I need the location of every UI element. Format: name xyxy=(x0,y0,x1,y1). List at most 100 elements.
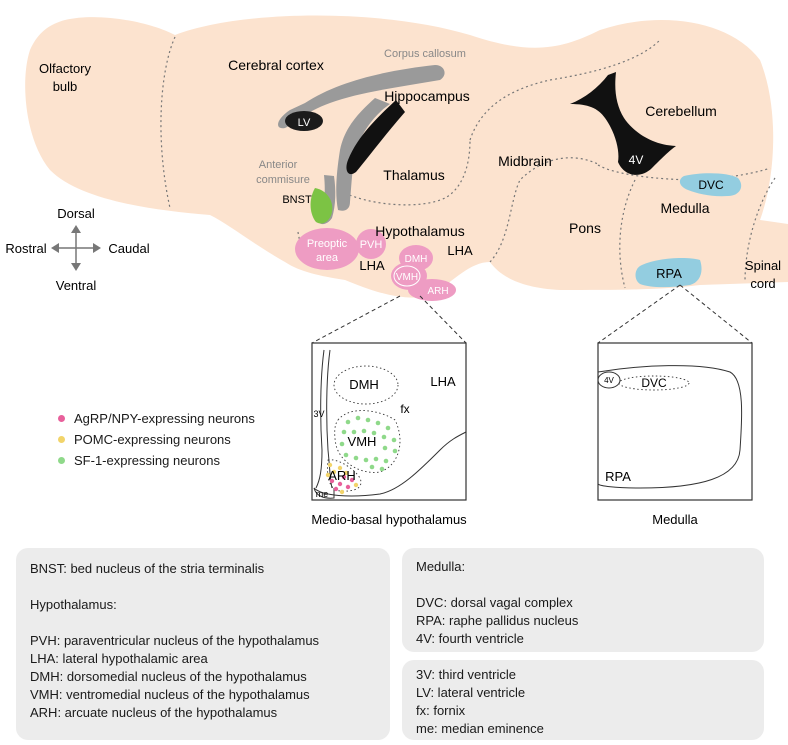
fx-definition: fx: fornix xyxy=(416,703,466,718)
abbrev-panel-left: BNST: bed nucleus of the stria terminali… xyxy=(16,548,390,740)
legend-label-agrp: AgRP/NPY-expressing neurons xyxy=(74,411,255,426)
third-ventricle-outline xyxy=(315,349,333,489)
bnst-definition: BNST: bed nucleus of the stria terminali… xyxy=(30,561,265,576)
dvc-definition: DVC: dorsal vagal complex xyxy=(416,595,573,610)
fourth-ventricle xyxy=(570,72,676,175)
medulla-label: Medulla xyxy=(660,200,709,216)
lateral-ventricle xyxy=(285,111,323,131)
pomc-dots xyxy=(325,462,359,495)
fourth-ventricle-label: 4V xyxy=(629,153,644,167)
anterior-commisure-label-1: Anterior xyxy=(259,159,298,171)
3v-definition: 3V: third ventricle xyxy=(416,667,516,682)
lha-definition: LHA: lateral hypothalamic area xyxy=(30,651,208,666)
arh-shape xyxy=(408,279,456,301)
agrp-dots xyxy=(329,474,355,492)
dvc-inset-outline xyxy=(618,375,690,391)
lha-right-label: LHA xyxy=(447,243,473,258)
anterior-commisure xyxy=(336,98,390,211)
abbrev-panel-medulla: Medulla: DVC: dorsal vagal complex RPA: … xyxy=(402,548,764,652)
cerebellum-label: Cerebellum xyxy=(645,103,717,119)
sf1-dots xyxy=(339,415,398,472)
arh-label: ARH xyxy=(427,286,448,297)
mbh-me-label: me xyxy=(316,489,329,499)
mbh-basal-contour xyxy=(313,431,467,497)
me-definition: me: median eminence xyxy=(416,721,544,736)
legend-label-sf1: SF-1-expressing neurons xyxy=(74,453,220,468)
compass-caudal-label: Caudal xyxy=(108,241,149,256)
thalamus-label: Thalamus xyxy=(383,167,444,183)
legend-item-pomc: POMC-expressing neurons xyxy=(58,429,255,450)
brain-diagram: LV 4V Olfactory bulb Cerebral cortex Cor… xyxy=(5,15,788,527)
medulla-heading: Medulla: xyxy=(416,559,466,574)
spinal-cord-label-1: Spinal xyxy=(745,258,781,273)
medulla-4v-label: 4V xyxy=(604,376,614,385)
dmh-inset-outline xyxy=(333,365,399,405)
rpa-definition: RPA: raphe pallidus nucleus xyxy=(416,613,579,628)
preoptic-area-shape xyxy=(295,228,359,270)
legend: AgRP/NPY-expressing neurons POMC-express… xyxy=(58,408,255,471)
preoptic-area-label-1: Preoptic xyxy=(307,238,348,250)
medulla-inset-frame xyxy=(597,342,753,501)
dvc-label: DVC xyxy=(698,178,724,192)
mbh-3v-label: 3V xyxy=(313,409,324,419)
midbrain-label: Midbrain xyxy=(498,153,552,169)
mbh-arh-label: ARH xyxy=(328,468,355,483)
pomc-dot-icon xyxy=(58,436,65,443)
rpa-label: RPA xyxy=(656,266,682,281)
bnst-shape xyxy=(310,188,333,224)
vmh-inset-outline xyxy=(334,410,401,473)
hippocampus-shape xyxy=(346,100,405,175)
lv-definition: LV: lateral ventricle xyxy=(416,685,526,700)
cerebral-cortex-label: Cerebral cortex xyxy=(228,57,324,73)
pvh-definition: PVH: paraventricular nucleus of the hypo… xyxy=(30,633,320,648)
agrp-dot-icon xyxy=(58,415,65,422)
hypothalamus-heading: Hypothalamus: xyxy=(30,597,117,612)
preoptic-area-label-2: area xyxy=(316,252,339,264)
arh-inset-outline xyxy=(327,459,362,492)
sf1-dot-icon xyxy=(58,457,65,464)
corpus-callosum-label: Corpus callosum xyxy=(384,48,466,60)
lha-left-label: LHA xyxy=(359,258,385,273)
hippocampus-label: Hippocampus xyxy=(384,88,470,104)
legend-label-pomc: POMC-expressing neurons xyxy=(74,432,231,447)
mbh-lha-label: LHA xyxy=(430,374,456,389)
medulla-outline xyxy=(597,365,743,489)
bnst-label: BNST xyxy=(282,194,312,206)
compass-ventral-label: Ventral xyxy=(56,278,97,293)
mbh-inset-frame xyxy=(311,342,467,501)
median-eminence-outline xyxy=(313,487,335,499)
olfactory-bulb-label-2: bulb xyxy=(53,79,78,94)
pvh-label: PVH xyxy=(360,239,383,251)
4v-definition: 4V: fourth ventricle xyxy=(416,631,524,646)
medulla-rpa-label: RPA xyxy=(605,469,631,484)
mbh-dmh-label: DMH xyxy=(349,377,379,392)
fourth-ventricle-inset xyxy=(597,371,621,389)
vmh-outline xyxy=(393,265,421,287)
olfactory-bulb-label-1: Olfactory xyxy=(39,61,92,76)
legend-item-agrp: AgRP/NPY-expressing neurons xyxy=(58,408,255,429)
pvh-shape xyxy=(356,229,386,259)
compass-dorsal-label: Dorsal xyxy=(57,206,95,221)
medulla-caption: Medulla xyxy=(652,512,698,527)
dvc-shape xyxy=(679,173,742,197)
lv-label: LV xyxy=(298,117,311,129)
hypothalamus-label: Hypothalamus xyxy=(375,223,465,239)
vmh-label: VMH xyxy=(396,272,418,283)
dmh-label: DMH xyxy=(405,254,428,265)
mbh-vmh-label: VMH xyxy=(348,434,377,449)
rpa-shape xyxy=(635,258,702,288)
medulla-dvc-label: DVC xyxy=(641,376,667,390)
spinal-cord-label-2: cord xyxy=(750,276,775,291)
mbh-fx-label: fx xyxy=(400,402,409,416)
abbrev-panel-other: 3V: third ventricle LV: lateral ventricl… xyxy=(402,660,764,740)
brain-outline xyxy=(25,15,788,298)
anterior-commisure-label-2: commisure xyxy=(256,174,310,186)
compass-rostral-label: Rostral xyxy=(5,241,46,256)
corpus-callosum xyxy=(278,65,445,129)
legend-item-sf1: SF-1-expressing neurons xyxy=(58,450,255,471)
arh-definition: ARH: arcuate nucleus of the hypothalamus xyxy=(30,705,278,720)
orientation-compass xyxy=(51,225,101,271)
pons-label: Pons xyxy=(569,220,601,236)
dmh-definition: DMH: dorsomedial nucleus of the hypothal… xyxy=(30,669,307,684)
zoom-connectors xyxy=(311,284,753,344)
